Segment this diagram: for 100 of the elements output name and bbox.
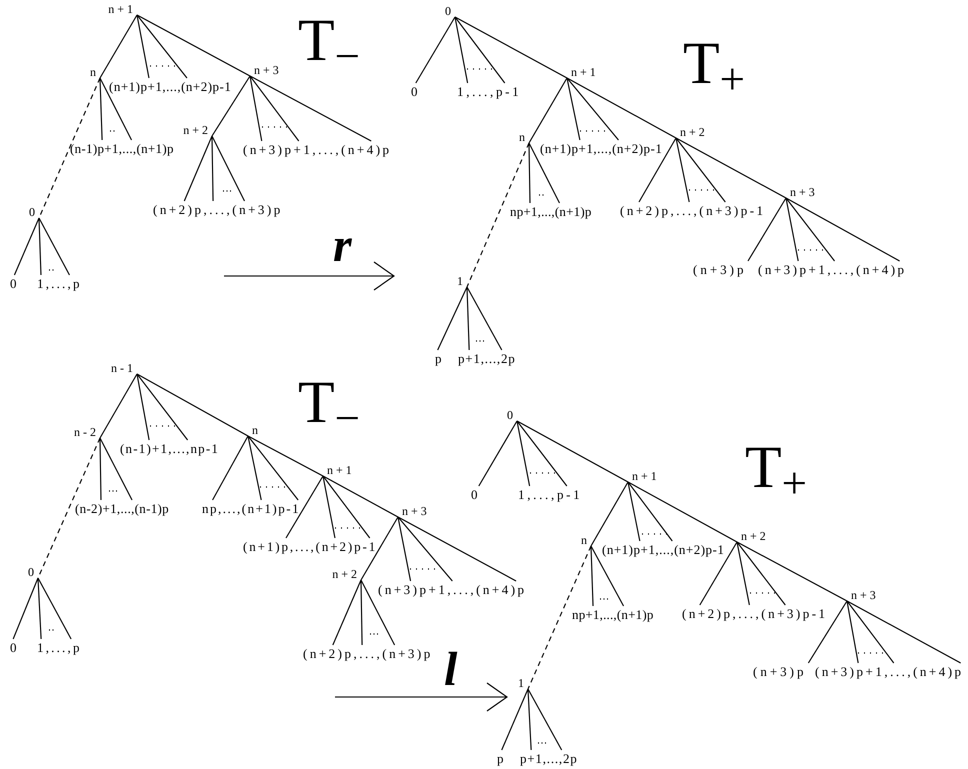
map-label: r bbox=[333, 222, 352, 270]
leaf-label: (n+2)p,...,(n+3)p bbox=[153, 201, 283, 216]
leaf-label: (n+3)p bbox=[693, 261, 746, 276]
tree-branch bbox=[322, 476, 370, 538]
tree-branch bbox=[184, 136, 212, 202]
leaf-label: 1,...,p-1 bbox=[518, 486, 582, 501]
leaf-label: (n+2)p,...,(n+3)p bbox=[303, 645, 433, 660]
leaf-label: (n+1)p+1,...,(n+2)p-1 bbox=[109, 78, 232, 93]
tree-branch bbox=[398, 516, 453, 582]
vertex-label: n + 1 bbox=[108, 3, 137, 17]
tree-branch bbox=[100, 374, 138, 438]
tree-branch bbox=[748, 198, 786, 262]
dashed-branch bbox=[528, 546, 592, 690]
vertex-label: n + 2 bbox=[676, 126, 705, 140]
tree-name: T$_{−}$ bbox=[298, 10, 360, 70]
tree-branch bbox=[100, 438, 133, 500]
tree-branch bbox=[454, 16, 506, 84]
leaf-label: p bbox=[497, 750, 504, 765]
dashed-branch bbox=[466, 142, 530, 288]
tree-branch bbox=[247, 436, 262, 500]
tree-branch bbox=[212, 136, 245, 202]
tree-branch bbox=[676, 138, 726, 202]
vertex-label: 1 bbox=[518, 677, 528, 691]
tree-branch bbox=[785, 198, 799, 262]
tree-branch bbox=[628, 482, 738, 542]
tree-branch bbox=[360, 580, 363, 645]
tree-branch bbox=[332, 580, 362, 646]
vertex-label: n + 2 bbox=[737, 530, 766, 544]
tree-branch bbox=[248, 436, 324, 476]
leaf-label: (n+3)p+1,...,(n+4)p bbox=[758, 261, 907, 276]
tree-branch bbox=[628, 482, 673, 542]
tree-branch bbox=[250, 76, 300, 142]
tree-branch bbox=[437, 286, 468, 350]
vertex-label: 0 bbox=[445, 5, 455, 19]
tree-branch bbox=[736, 542, 848, 602]
tree-branch bbox=[675, 138, 690, 202]
vertex-label: n + 1 bbox=[628, 470, 657, 484]
tree-branch bbox=[454, 16, 568, 78]
leaf-label: (n+2)p,...,(n+3)p-1 bbox=[682, 605, 828, 620]
tree-branch bbox=[212, 76, 250, 136]
leaf-label: 1,...,p-1 bbox=[457, 83, 522, 98]
tree-branch bbox=[322, 476, 398, 518]
tree-branch bbox=[100, 78, 132, 140]
leaf-label: (n+3)p+1,...,(n+4)p bbox=[378, 581, 527, 596]
tree-branch bbox=[415, 16, 456, 84]
tree-branch bbox=[99, 78, 103, 140]
tree-branch bbox=[466, 286, 470, 350]
vertex-label: n bbox=[519, 131, 529, 145]
tree-branch bbox=[516, 420, 628, 482]
vertex-label: 0 bbox=[29, 206, 39, 220]
tree-branch bbox=[38, 218, 42, 276]
tree-branch bbox=[136, 14, 150, 78]
tree-branch bbox=[528, 78, 568, 144]
vertex-label: n bbox=[581, 534, 591, 548]
tree-branch bbox=[846, 600, 859, 664]
vertex-label: n bbox=[90, 66, 100, 80]
tree-name: T$_{−}$ bbox=[298, 372, 360, 432]
tree-branch bbox=[136, 374, 188, 440]
tree-branch bbox=[846, 600, 894, 664]
leaf-label: (n+3)p bbox=[753, 663, 806, 678]
leaf-label: (n+1)p+1,...,(n+2)p-1 bbox=[540, 140, 662, 155]
vertex-label: 0 bbox=[507, 409, 517, 423]
vertex-label: n + 1 bbox=[567, 66, 596, 80]
map-label: l bbox=[444, 646, 458, 694]
vertex-label: n + 2 bbox=[183, 124, 212, 138]
tree-branch bbox=[501, 688, 528, 750]
leaf-label: np,...,(n+1)p-1 bbox=[202, 500, 300, 515]
tree-branch bbox=[516, 420, 568, 486]
leaf-label: (n+1)p+1,...,(n+2)p-1 bbox=[602, 541, 724, 556]
tree-name: T$_{+}$ bbox=[683, 33, 746, 93]
tree-branch bbox=[249, 76, 262, 142]
tree-branch bbox=[211, 136, 214, 201]
vertex-label: n + 1 bbox=[323, 464, 352, 478]
tree-branch bbox=[527, 688, 532, 750]
tree-branch bbox=[638, 138, 676, 202]
tree-branch bbox=[528, 142, 560, 204]
tree-branch bbox=[786, 198, 835, 262]
tree-branch bbox=[136, 14, 188, 78]
leaf-label: 1,...,p bbox=[37, 275, 82, 290]
leaf-label: p+1,...,2p bbox=[458, 350, 516, 365]
tree-branch bbox=[590, 482, 628, 546]
tree-branch bbox=[286, 476, 324, 538]
tree-branch bbox=[248, 436, 299, 500]
tree-branch bbox=[528, 143, 531, 203]
tree-branch bbox=[360, 580, 396, 646]
leaf-label: (n+1)p,...,(n+2)p-1 bbox=[243, 538, 378, 553]
tree-branch bbox=[676, 138, 786, 198]
tree-branch bbox=[846, 600, 961, 664]
tree-branch bbox=[736, 542, 786, 606]
vertex-label: n bbox=[248, 424, 258, 438]
tree-name: T$_{+}$ bbox=[745, 437, 808, 497]
tree-branch bbox=[398, 516, 516, 582]
leaf-label: (n-1)+1,...,np-1 bbox=[120, 440, 220, 455]
tree-branch bbox=[136, 374, 150, 440]
tree-branch bbox=[212, 436, 248, 500]
vertex-label: n + 2 bbox=[332, 568, 361, 582]
vertex-label: n + 3 bbox=[398, 505, 427, 519]
vertex-label: 0 bbox=[28, 566, 38, 580]
leaf-label: 0 bbox=[10, 275, 16, 290]
tree-branch bbox=[736, 542, 750, 606]
